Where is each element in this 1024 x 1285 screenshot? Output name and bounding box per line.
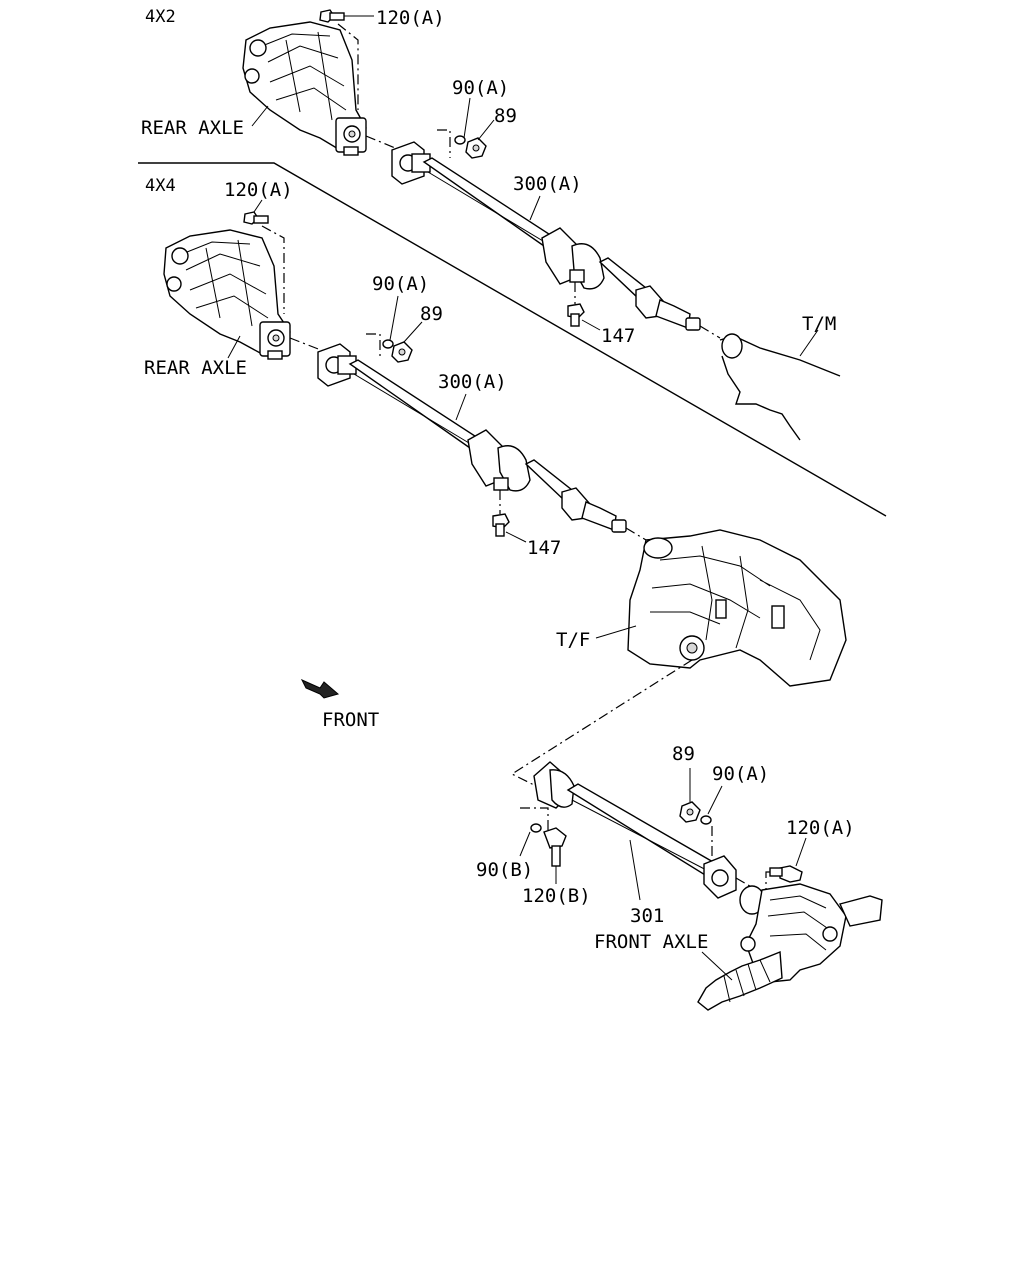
bolt-120a-bottom — [765, 837, 807, 900]
callout-120b: 120(B) — [522, 885, 591, 907]
label-front: FRONT — [322, 709, 379, 731]
callout-300a-mid: 300(A) — [438, 371, 507, 393]
rear-axle-housing-mid — [163, 229, 291, 360]
bolt-120a-top — [319, 9, 374, 110]
transfer-case — [595, 529, 847, 687]
bolt-120b — [543, 827, 567, 867]
callout-301: 301 — [630, 905, 664, 927]
label-tf: T/F — [556, 629, 590, 651]
bolt-147-top — [567, 282, 601, 331]
callout-89-bottom: 89 — [672, 743, 695, 765]
callout-120a-mid: 120(A) — [224, 179, 293, 201]
bolt-147-mid — [492, 490, 527, 543]
section-divider-line — [138, 162, 887, 517]
callout-147-top: 147 — [601, 325, 635, 347]
callout-89-mid: 89 — [420, 303, 443, 325]
section-label-4x2: 4X2 — [145, 7, 176, 27]
washer-90a-top — [454, 135, 466, 145]
washer-90a-mid — [382, 339, 394, 349]
section-label-4x4: 4X4 — [145, 176, 176, 196]
callout-90b: 90(B) — [476, 859, 533, 881]
rear-axle-housing-top — [242, 21, 367, 156]
transmission-outline — [719, 329, 841, 441]
nut-89-mid — [391, 341, 413, 363]
callout-120a-bottom: 120(A) — [786, 817, 855, 839]
label-tm: T/M — [802, 313, 836, 335]
propeller-shaft-300a-top — [365, 135, 721, 339]
callout-90a-mid: 90(A) — [372, 273, 429, 295]
label-rear-axle-top: REAR AXLE — [141, 117, 244, 139]
front-direction-arrow — [300, 678, 340, 699]
propeller-shaft-300a-mid — [289, 337, 647, 541]
washer-90b — [530, 823, 542, 833]
propeller-shaft-301 — [533, 761, 761, 899]
callout-147-mid: 147 — [527, 537, 561, 559]
callout-120a-top: 120(A) — [376, 7, 445, 29]
bolt-120a-mid — [243, 199, 285, 314]
callout-300a-top: 300(A) — [513, 173, 582, 195]
washer-90a-bottom — [700, 785, 723, 825]
label-front-axle: FRONT AXLE — [594, 931, 708, 953]
label-rear-axle-mid: REAR AXLE — [144, 357, 247, 379]
front-axle-housing — [697, 883, 883, 1011]
callout-89-top: 89 — [494, 105, 517, 127]
nut-89-top — [465, 137, 487, 159]
callout-90a-bottom: 90(A) — [712, 763, 769, 785]
callout-90a-top: 90(A) — [452, 77, 509, 99]
nut-89-bottom — [679, 768, 701, 823]
